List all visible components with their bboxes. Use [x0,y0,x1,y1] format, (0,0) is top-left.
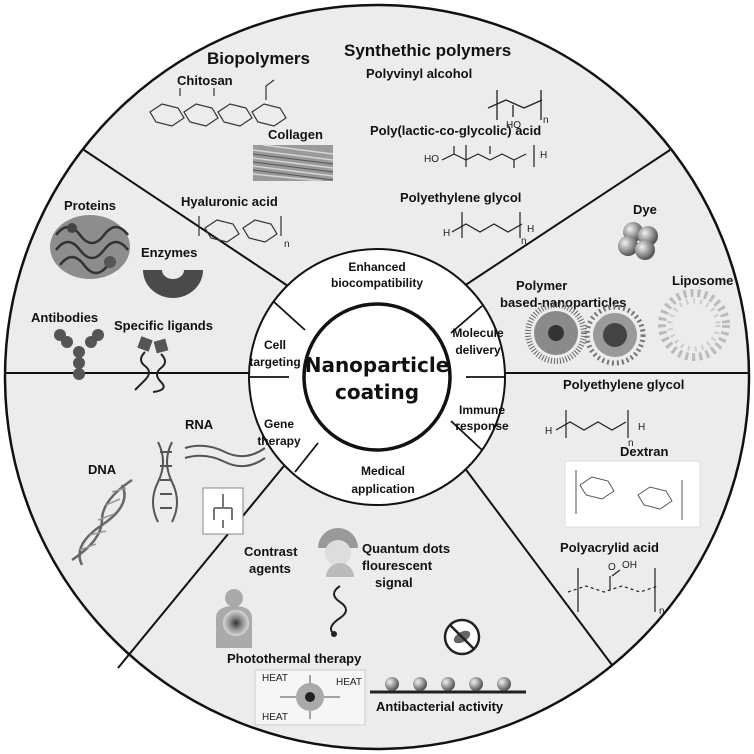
synthetic-polymers-title: Synthethic polymers [344,41,511,60]
pva-structure-icon [487,90,543,120]
plga-ho: HO [424,154,439,165]
polymer-nanoparticle-shell-icon [584,304,646,366]
chitosan-label: Chitosan [177,73,233,88]
collagen-fibers-icon [252,144,334,182]
antibacterial-activity-label: Antibacterial activity [376,699,504,714]
quantum-dots-label: Quantum dots [362,541,450,556]
plga-structure-icon [441,145,535,168]
polyethylene-glycol-label: Polyethylene glycol [400,190,521,205]
ring-label-therapy: therapy [257,434,301,448]
immune-peg-n: n [628,438,634,449]
protein-structure-icon [50,215,130,279]
quantum-dot-icon [318,528,358,637]
photothermal-nanoparticle-icon [254,669,366,726]
liposome-icon [658,289,730,361]
ring-label-targeting: targeting [249,355,300,369]
liposome-label: Liposome [672,273,733,288]
ring-label-response: response [455,419,509,433]
dextran-label: Dextran [620,444,668,459]
polyvinyl-alcohol-label: Polyvinyl alcohol [366,66,472,81]
ring-label-application: application [351,482,414,496]
polymer-nanoparticle-icon [525,302,587,364]
dye-molecule-icon [618,222,658,260]
photothermal-therapy-label: Photothermal therapy [227,651,362,666]
chitosan-structure-icon [149,79,287,127]
collagen-label: Collagen [268,127,323,142]
rna-structure-icon [152,441,266,523]
contrast-label: Contrast [244,544,298,559]
heat-label-1: HEAT [262,673,288,684]
immune-peg-structure-icon [555,410,629,438]
no-bacteria-icon [443,618,481,656]
ring-label-gene: Gene [264,417,294,431]
ring-label-biocompatibility: biocompatibility [331,276,423,290]
immune-peg-label: Polyethylene glycol [563,377,684,392]
ring-label-medical: Medical [361,464,405,478]
ring-label-molecule: Molecule [452,326,504,340]
ring-label-immune: Immune [459,403,505,417]
enzymes-label: Enzymes [141,245,197,260]
antibodies-label: Antibodies [31,310,98,325]
specific-ligands-label: Specific ligands [114,318,213,333]
biopolymers-title: Biopolymers [207,49,310,68]
heat-label-3: HEAT [262,712,288,723]
polyacrylid-oh: OH [622,560,637,571]
hyaluronic-n: n [284,239,290,250]
ring-label-enhanced: Enhanced [348,260,405,274]
trna-diagram-icon [202,487,244,535]
antibody-icon [54,329,104,380]
pva-ho: HO [506,120,521,131]
peg-structure-icon [451,212,523,238]
ring-label-delivery: delivery [455,343,501,357]
rna-label: RNA [185,417,214,432]
polyacrylid-n: n [659,606,665,617]
flourescent-label: flourescent [362,558,433,573]
polymer-label: Polymer [516,278,567,293]
ring-label-cell: Cell [264,338,286,352]
signal-label: signal [375,575,413,590]
polyacrylid-o: O [608,562,616,573]
hyaluronic-acid-structure-icon [198,216,282,243]
immune-peg-h-left: H [545,426,552,437]
dye-label: Dye [633,202,657,217]
dna-label: DNA [88,462,117,477]
center-title-line2: coating [335,380,419,404]
dextran-structure-icon [564,460,701,528]
plga-h: H [540,150,547,161]
polyacrylid-acid-label: Polyacrylid acid [560,540,659,555]
proteins-label: Proteins [64,198,116,213]
immune-peg-h-right: H [638,422,645,433]
peg-n: n [521,236,527,247]
enzyme-icon [143,270,203,298]
polyacrylid-structure-icon [567,568,659,612]
sector-dividers [5,149,749,669]
plga-label: Poly(lactic-co-glycolic) acid [370,123,541,138]
ring-dividers [250,300,505,473]
bacteria-surface-icon [370,677,526,694]
hyaluronic-acid-label: Hyaluronic acid [181,194,278,209]
human-body-icon [216,589,252,648]
heat-label-2: HEAT [336,677,362,688]
center-circle [302,302,452,452]
based-nanoparticles-label: based-nanoparticles [500,295,626,310]
agents-label: agents [249,561,291,576]
center-title-line1: Nanoparticle [305,353,450,377]
peg-h-right: H [527,224,534,235]
ligand-icon [134,336,169,393]
peg-h-left: H [443,228,450,239]
dna-helix-icon [71,478,133,566]
pva-n: n [543,115,549,126]
